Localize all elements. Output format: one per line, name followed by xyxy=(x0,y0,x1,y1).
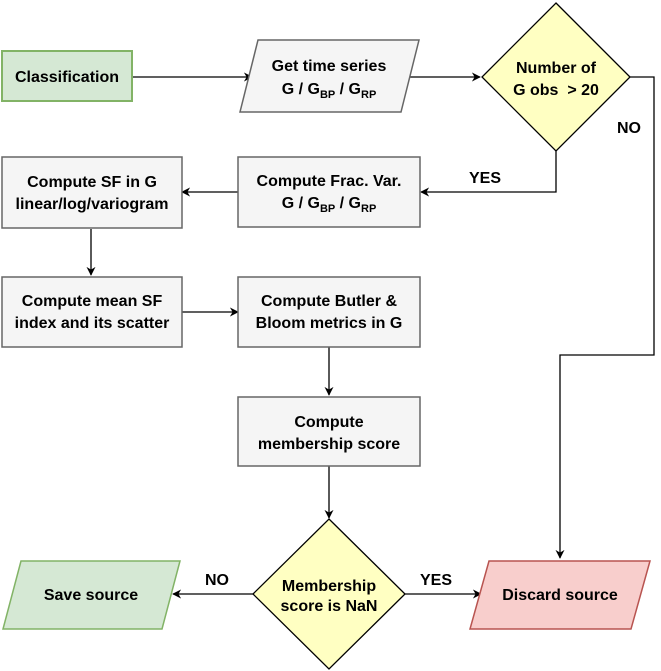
number-obs-line1: Number of xyxy=(516,60,597,77)
membership-score-line2: membership score xyxy=(258,436,400,453)
save-source-label: Save source xyxy=(44,587,138,604)
compute-sf-box xyxy=(1,156,183,229)
save-source-shape xyxy=(2,560,181,630)
node-number-obs-decision: Number of G obs > 20 xyxy=(481,2,631,152)
edge-label-yes-nan: YES xyxy=(420,572,452,589)
edge-label-no-nan: NO xyxy=(205,572,229,589)
node-frac-var: Compute Frac. Var. G / GBP / GRP xyxy=(237,156,421,228)
frac-var-line1: Compute Frac. Var. xyxy=(257,173,402,190)
classification-box xyxy=(1,50,133,102)
membership-nan-line1: Membership xyxy=(282,578,376,595)
number-obs-diamond xyxy=(481,2,631,152)
membership-nan-line2: score is NaN xyxy=(281,598,378,615)
mean-sf-line2: index and its scatter xyxy=(15,315,170,332)
compute-sf-line1: Compute SF in G xyxy=(27,174,157,191)
get-time-series-shape xyxy=(239,39,420,113)
node-discard-source: Discard source xyxy=(469,560,651,630)
edges xyxy=(86,72,655,599)
butler-bloom-line1: Compute Butler & xyxy=(261,293,397,310)
get-time-series-line2: G / GBP / GRP xyxy=(282,81,377,101)
mean-sf-line1: Compute mean SF xyxy=(22,293,163,310)
butler-bloom-box xyxy=(237,276,421,348)
get-time-series-line1: Get time series xyxy=(272,58,387,75)
frac-var-box xyxy=(237,156,421,228)
node-membership-score: Compute membership score xyxy=(237,396,421,467)
discard-source-label: Discard source xyxy=(502,587,618,604)
compute-sf-line2: linear/log/variogram xyxy=(16,196,169,213)
node-mean-sf: Compute mean SF index and its scatter xyxy=(1,276,183,348)
edge-decision-yes-to-fracvar xyxy=(420,150,557,197)
edge-label-no-obs: NO xyxy=(617,120,641,137)
node-save-source: Save source xyxy=(2,560,181,630)
edge-decision-no-to-discard xyxy=(555,76,655,559)
membership-score-line1: Compute xyxy=(294,414,363,431)
number-obs-line2: G obs > 20 xyxy=(513,82,599,99)
node-butler-bloom: Compute Butler & Bloom metrics in G xyxy=(237,276,421,348)
classification-label: Classification xyxy=(15,69,119,86)
frac-var-line2: G / GBP / GRP xyxy=(282,195,377,215)
membership-score-box xyxy=(237,396,421,467)
mean-sf-box xyxy=(1,276,183,348)
node-compute-sf: Compute SF in G linear/log/variogram xyxy=(1,156,183,229)
membership-nan-diamond xyxy=(252,518,406,670)
node-classification: Classification xyxy=(1,50,133,102)
node-membership-nan-decision: Membership score is NaN xyxy=(252,518,406,670)
edge-label-yes-obs: YES xyxy=(469,170,501,187)
discard-source-shape xyxy=(469,560,651,630)
node-get-time-series: Get time series G / GBP / GRP xyxy=(239,39,420,113)
butler-bloom-line2: Bloom metrics in G xyxy=(256,315,403,332)
